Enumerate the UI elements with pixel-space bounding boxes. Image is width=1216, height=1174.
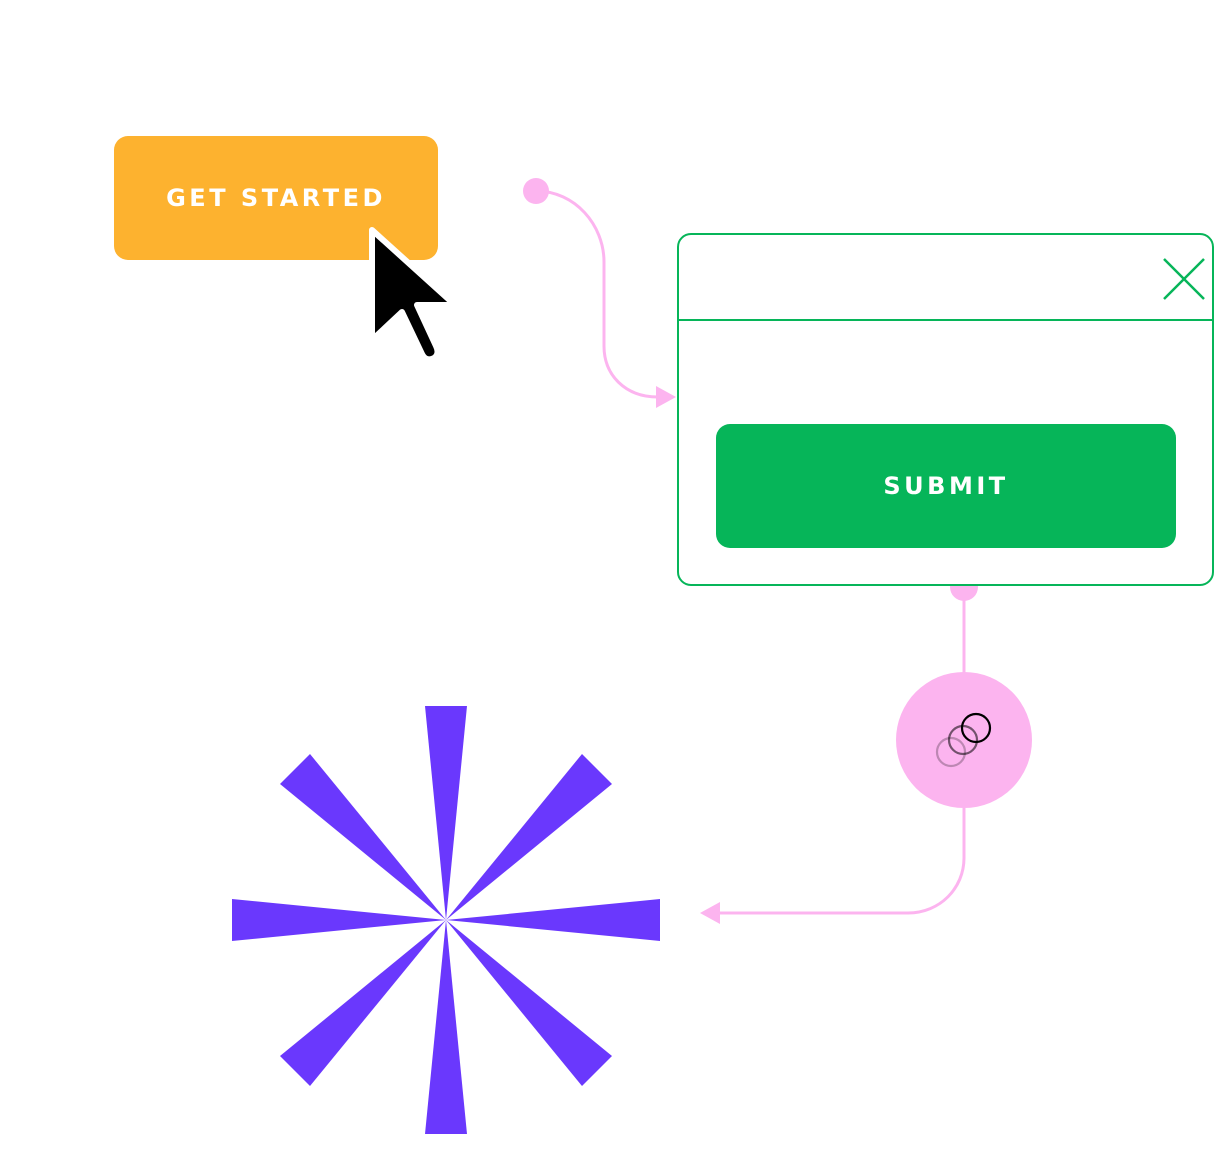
close-button[interactable] (1160, 255, 1208, 303)
get-started-label: GET STARTED (166, 184, 386, 212)
connector-arrowhead-right (656, 386, 676, 408)
close-icon (1163, 258, 1205, 300)
connector-arrowhead-left (700, 902, 720, 924)
asterisk-sparkle-icon (232, 706, 660, 1134)
overlapping-circles-icon (935, 712, 992, 768)
connector-cta-to-modal (535, 189, 659, 399)
modal-window: SUBMIT (677, 233, 1214, 586)
get-started-button[interactable]: GET STARTED (114, 136, 438, 260)
process-node (896, 672, 1032, 808)
modal-header (679, 235, 1212, 321)
connector-start-dot (523, 178, 549, 204)
submit-label: SUBMIT (883, 472, 1009, 500)
connector-node-to-sparkle (718, 808, 966, 915)
submit-button[interactable]: SUBMIT (716, 424, 1176, 548)
